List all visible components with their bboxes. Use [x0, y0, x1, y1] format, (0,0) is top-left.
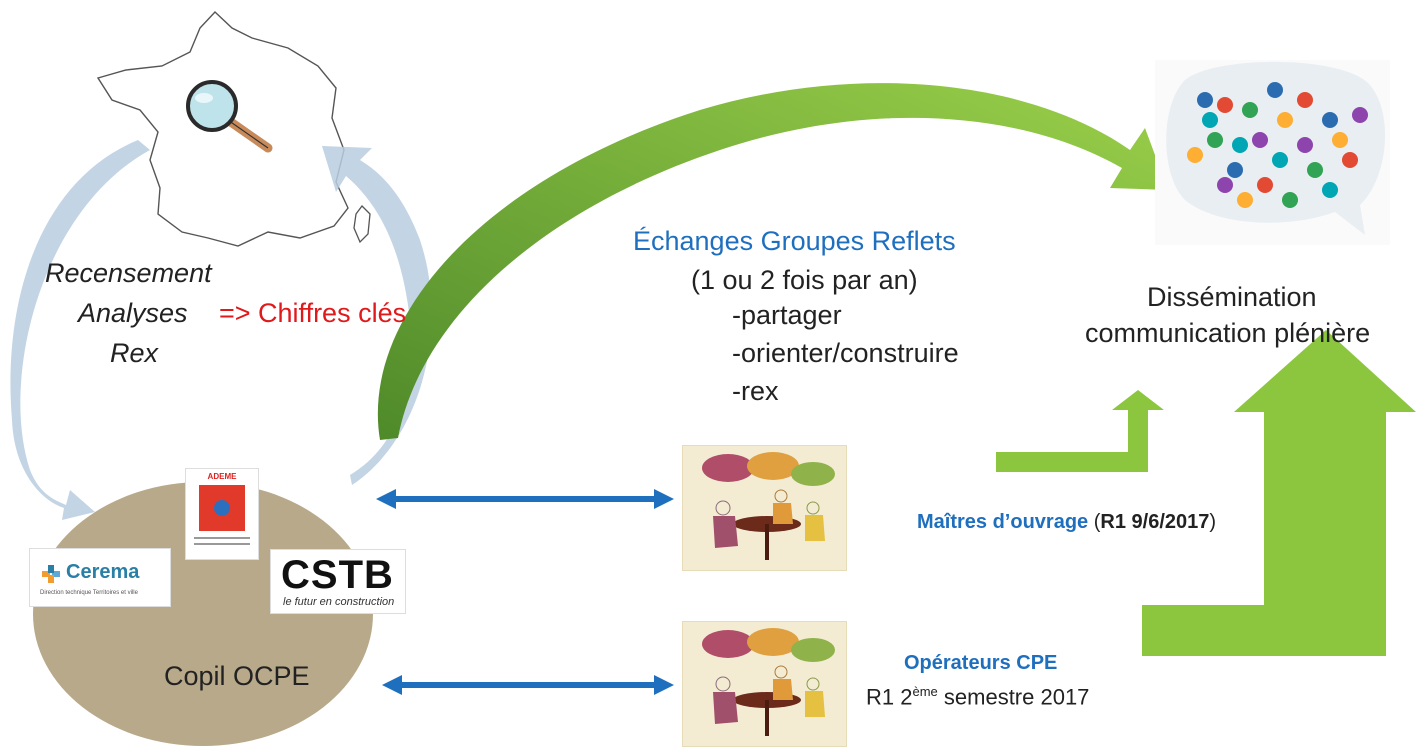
cstb-logo-text: CSTB	[281, 553, 394, 597]
cerema-logo: Cerema Direction technique Territoires e…	[29, 548, 171, 607]
analyses-label: Analyses	[78, 298, 188, 328]
cerema-logo-text: Cerema	[66, 561, 140, 583]
magnifier-icon	[186, 80, 273, 153]
ops-r1: R1 2	[866, 684, 913, 710]
item-orienter: -orienter/construire	[732, 338, 959, 368]
small-green-arrow	[996, 390, 1164, 472]
communication-label: communication plénière	[1085, 318, 1371, 348]
meeting-image-moa	[682, 445, 847, 571]
corsica-map	[353, 205, 371, 244]
moa-label: Maîtres d’ouvrage	[917, 511, 1089, 533]
cstb-logo: CSTB le futur en construction	[270, 549, 406, 614]
moa-paren-open: (	[1093, 511, 1101, 533]
double-arrow-bottom	[382, 675, 674, 695]
item-partager: -partager	[732, 300, 842, 330]
frequency-label: (1 ou 2 fois par an)	[691, 265, 918, 295]
crowd-bubble-image	[1155, 60, 1390, 245]
rex-label: Rex	[110, 338, 159, 368]
recensement-label: Recensement	[45, 258, 212, 288]
double-arrow-top	[376, 489, 674, 509]
ademe-logo: ADEME	[185, 468, 259, 560]
moa-paren-close: )	[1209, 511, 1217, 533]
ops-label: Opérateurs CPE	[904, 652, 1058, 674]
cerema-logo-sub: Direction technique Territoires et ville	[40, 590, 138, 596]
item-rex: -rex	[732, 376, 779, 406]
meeting-image-ops	[682, 621, 847, 747]
ops-rest: semestre 2017	[937, 684, 1090, 710]
ops-date: R1 2ème semestre 2017	[866, 684, 1089, 710]
big-green-arrow	[1142, 330, 1416, 656]
ademe-logo-text: ADEME	[207, 472, 237, 481]
chiffres-cles-label: => Chiffres clés	[219, 298, 407, 328]
ops-sup: ème	[912, 684, 938, 699]
ademe-logo-mark	[199, 485, 245, 531]
cstb-logo-sub: le futur en construction	[283, 596, 395, 608]
exchanges-title: Échanges Groupes Reflets	[633, 226, 956, 256]
cerema-logo-mark	[42, 565, 60, 583]
green-curve-arrow	[377, 83, 1168, 440]
moa-group-label: Maîtres d’ouvrage (R1 9/6/2017)	[917, 511, 1216, 534]
dissemination-label: Dissémination	[1147, 282, 1317, 312]
copil-label: Copil OCPE	[164, 661, 310, 691]
left-arc-arrow	[10, 140, 150, 520]
moa-date: R1 9/6/2017	[1100, 511, 1210, 533]
